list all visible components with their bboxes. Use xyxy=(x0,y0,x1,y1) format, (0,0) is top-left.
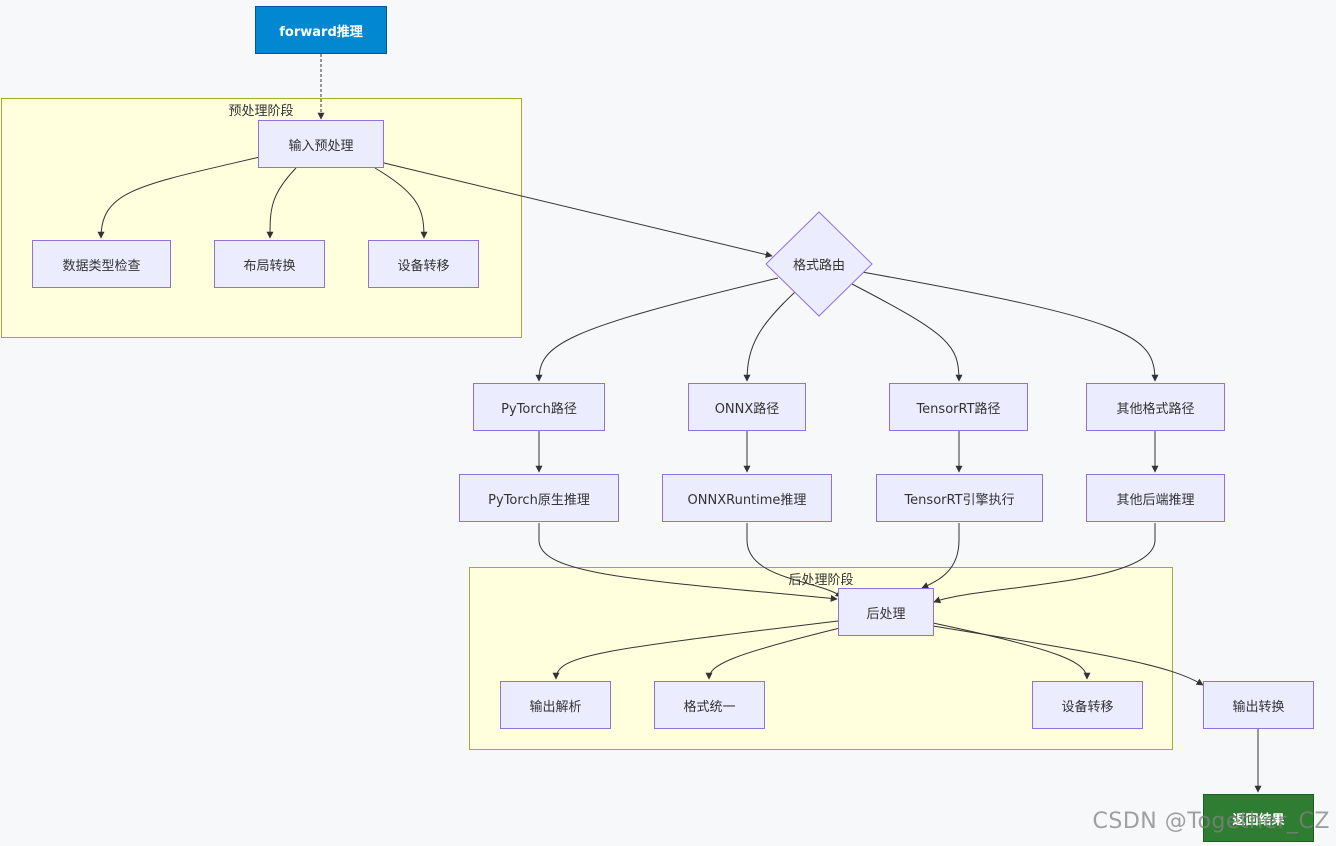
dtype-check-node: 数据类型检查 xyxy=(32,240,171,288)
edge-post-to-format-unify xyxy=(705,627,841,680)
edge-route-to-pytorch xyxy=(535,277,779,382)
postprocess-node: 后处理 xyxy=(838,588,934,636)
other-backend-infer-node: 其他后端推理 xyxy=(1086,474,1225,522)
onnx-path-node: ONNX路径 xyxy=(688,383,806,431)
edge-post-to-output-convert xyxy=(932,625,1204,686)
input-preprocess-node: 输入预处理 xyxy=(258,120,384,168)
edge-preprocess-to-route xyxy=(383,162,773,258)
tensorrt-engine-exec-node: TensorRT引擎执行 xyxy=(876,474,1043,522)
output-convert-node: 输出转换 xyxy=(1203,681,1314,729)
pytorch-path-node: PyTorch路径 xyxy=(473,383,605,431)
onnxruntime-infer-node: ONNXRuntime推理 xyxy=(662,474,832,522)
pytorch-native-infer-node: PyTorch原生推理 xyxy=(459,474,619,522)
return-result-node: 返回结果 xyxy=(1203,794,1314,842)
postprocess-cluster-label: 后处理阶段 xyxy=(788,573,854,588)
edge-onnx-infer-to-post xyxy=(746,523,843,598)
device-transfer-pre-node: 设备转移 xyxy=(368,240,479,288)
format-unify-node: 格式统一 xyxy=(654,681,765,729)
csdn-watermark: CSDN @Together_CZ xyxy=(1092,809,1330,834)
format-route-label: 格式路由 xyxy=(792,258,846,274)
edge-preprocess-to-dtype-check xyxy=(97,156,261,239)
layout-convert-node: 布局转换 xyxy=(214,240,325,288)
preprocess-cluster-label: 预处理阶段 xyxy=(228,104,294,119)
edge-route-to-tensorrt xyxy=(851,283,963,382)
edge-post-to-output-parse xyxy=(552,620,839,680)
edge-preprocess-to-layout xyxy=(266,167,297,239)
output-parse-node: 输出解析 xyxy=(500,681,611,729)
edge-route-to-other xyxy=(861,271,1159,382)
edge-other-infer-to-post xyxy=(933,523,1156,604)
edge-preprocess-to-device xyxy=(374,167,428,239)
tensorrt-path-node: TensorRT路径 xyxy=(889,383,1028,431)
edge-pytorch-infer-to-post xyxy=(538,523,838,602)
edge-tensorrt-exec-to-post xyxy=(921,523,960,589)
edge-post-to-device-transfer xyxy=(932,622,1091,680)
forward-inference-node: forward推理 xyxy=(255,6,387,54)
edge-route-to-onnx xyxy=(743,291,796,382)
format-route-diamond xyxy=(765,211,873,317)
other-format-path-node: 其他格式路径 xyxy=(1086,383,1225,431)
device-transfer-post-node: 设备转移 xyxy=(1032,681,1143,729)
